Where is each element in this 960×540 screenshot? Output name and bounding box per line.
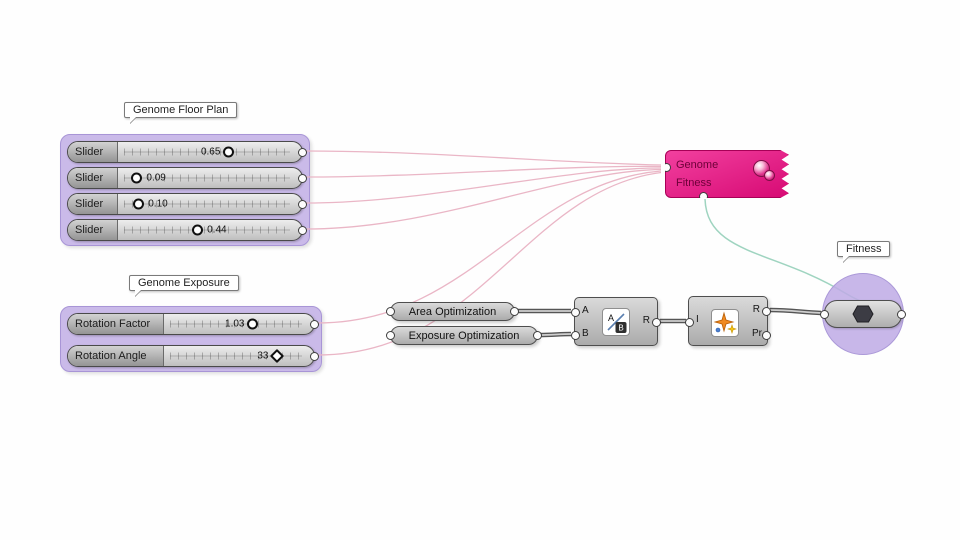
division-icon-a: A — [608, 313, 614, 323]
slider-output-grip[interactable] — [310, 351, 319, 361]
number-slider[interactable]: Slider 0.10 — [67, 193, 307, 215]
slider-value: 1.03 — [225, 318, 245, 330]
slider-knob[interactable] — [131, 172, 143, 184]
number-slider[interactable]: Rotation Angle 33 — [67, 345, 319, 367]
slider-ticks — [124, 174, 290, 182]
slider-output-grip[interactable] — [298, 225, 307, 235]
wire-slider-2-genome — [305, 165, 662, 178]
slider-value: 0.65 — [200, 146, 221, 158]
fitness-number-param[interactable] — [820, 300, 906, 328]
slider-label: Rotation Angle — [68, 346, 164, 366]
number-slider[interactable]: Slider 0.09 — [67, 167, 307, 189]
division-icon-b: B — [618, 324, 623, 333]
group-label-genome-floor-plan[interactable]: Genome Floor Plan — [124, 102, 238, 118]
massadd-output-r: R — [752, 304, 760, 315]
massadd-r-grip[interactable] — [762, 307, 771, 316]
slider-value: 0.10 — [148, 198, 168, 210]
slider-ticks — [124, 148, 290, 156]
param-output-grip[interactable] — [510, 307, 519, 316]
group-genome-floor-plan[interactable]: Slider 0.65 Slider 0.09 Slider 0.10 — [60, 134, 310, 246]
slider-output-grip[interactable] — [298, 173, 307, 183]
division-input-b: B — [582, 328, 589, 339]
division-component[interactable]: A B R A B — [571, 297, 661, 346]
mass-addition-icon — [711, 309, 739, 337]
slider-knob[interactable] — [247, 318, 259, 330]
mass-addition-component[interactable]: I R Pr — [685, 296, 771, 346]
slider-output-grip[interactable] — [298, 147, 307, 157]
slider-ticks — [170, 320, 302, 328]
wire-exposure-division-b — [539, 331, 572, 338]
slider-track[interactable]: 33 — [164, 346, 314, 366]
massadd-output-pr: Pr — [752, 328, 762, 339]
fitness-param-input-grip[interactable] — [820, 309, 829, 319]
slider-label: Slider — [68, 220, 118, 240]
slider-value: 0.44 — [207, 224, 227, 236]
slider-track[interactable]: 0.65 — [118, 142, 302, 162]
slider-knob[interactable] — [223, 146, 235, 158]
param-output-grip[interactable] — [533, 331, 542, 340]
division-icon: A B — [602, 308, 630, 336]
wire-core — [539, 333, 572, 336]
fitness-param-tag[interactable]: Fitness — [837, 241, 891, 257]
sparkle-big — [713, 311, 735, 333]
param-input-grip[interactable] — [386, 307, 395, 316]
slider-ticks — [124, 226, 290, 234]
wire-slider-3-genome — [305, 167, 662, 204]
sparkle-small — [727, 324, 737, 334]
division-output-r: R — [642, 315, 650, 326]
wire-massadd-fitness-param — [769, 307, 822, 316]
slider-track[interactable]: 0.09 — [118, 168, 302, 188]
division-a-grip[interactable] — [571, 308, 580, 317]
massadd-pr-grip[interactable] — [762, 331, 771, 340]
number-slider[interactable]: Slider 0.44 — [67, 219, 307, 241]
param-input-grip[interactable] — [386, 331, 395, 340]
fitness-param-output-grip[interactable] — [897, 309, 906, 319]
slider-label: Slider — [68, 194, 118, 214]
slider-label: Slider — [68, 142, 118, 162]
galapagos-genome-input-label: Genome — [676, 159, 719, 171]
param-label: Exposure Optimization — [408, 329, 520, 342]
galapagos-fitness-grip[interactable] — [699, 192, 708, 198]
wire-slider-1-genome — [305, 150, 662, 166]
slider-knob[interactable] — [133, 198, 145, 210]
slider-output-grip[interactable] — [310, 319, 319, 329]
param-exposure-optimization[interactable]: Exposure Optimization — [386, 326, 542, 345]
group-label-genome-exposure[interactable]: Genome Exposure — [129, 275, 239, 291]
slider-knob[interactable] — [192, 224, 204, 236]
number-slider[interactable]: Rotation Factor 1.03 — [67, 313, 319, 335]
sparkle-dot — [715, 327, 721, 333]
slider-knob[interactable] — [269, 348, 284, 364]
massadd-input-i: I — [696, 314, 699, 325]
slider-output-grip[interactable] — [298, 199, 307, 209]
division-input-a: A — [582, 305, 589, 316]
slider-label: Rotation Factor — [68, 314, 164, 334]
group-genome-exposure[interactable]: Rotation Factor 1.03 Rotation Angle 33 — [60, 306, 322, 372]
division-b-grip[interactable] — [571, 331, 580, 340]
wire-slider-4-genome — [305, 168, 662, 230]
galapagos-solver[interactable]: Genome Fitness — [665, 150, 789, 198]
galapagos-icon-small — [764, 170, 775, 181]
hexagon-icon — [852, 305, 874, 323]
wire-core — [769, 309, 822, 314]
slider-ticks — [124, 200, 290, 208]
slider-track[interactable]: 1.03 — [164, 314, 314, 334]
slider-track[interactable]: 0.10 — [118, 194, 302, 214]
galapagos-genome-grip[interactable] — [665, 163, 671, 172]
massadd-i-grip[interactable] — [685, 318, 694, 327]
slider-ticks — [170, 352, 302, 360]
number-slider[interactable]: Slider 0.65 — [67, 141, 307, 163]
division-r-grip[interactable] — [652, 318, 661, 327]
slider-label: Slider — [68, 168, 118, 188]
slider-value: 0.09 — [146, 172, 166, 184]
galapagos-fitness-input-label: Fitness — [676, 177, 712, 189]
param-label: Area Optimization — [408, 305, 497, 318]
param-area-optimization[interactable]: Area Optimization — [386, 302, 519, 321]
slider-track[interactable]: 0.44 — [118, 220, 302, 240]
slider-value: 33 — [257, 350, 269, 362]
